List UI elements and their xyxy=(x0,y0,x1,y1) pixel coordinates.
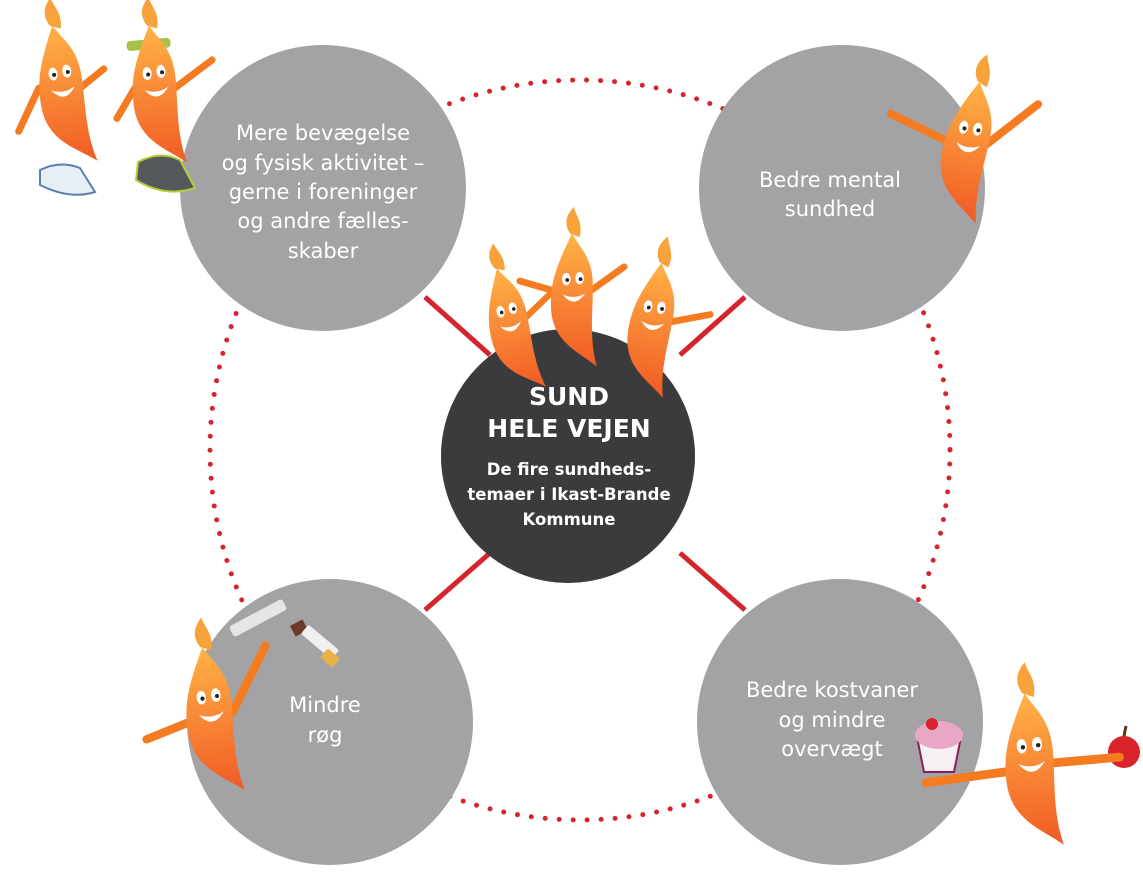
theme-top-right-line-2: sundhed xyxy=(785,197,875,221)
connector-lines xyxy=(423,295,747,612)
mascot-top-right-illustration xyxy=(886,49,1043,224)
connector-top-left xyxy=(423,295,492,357)
center-subtitle-line-2: temaer i Ikast-Brande xyxy=(467,485,670,504)
theme-top-left-line-5: skaber xyxy=(288,239,359,263)
dotted-ring xyxy=(207,77,953,823)
theme-top-left-line-1: Mere bevægelse xyxy=(236,121,410,145)
theme-top-left-line-3: gerne i foreninger xyxy=(229,180,418,204)
theme-bottom-right-line-2: og mindre xyxy=(779,708,886,732)
theme-circle-top-right xyxy=(699,45,985,331)
theme-top-left-line-4: og andre fælles- xyxy=(237,209,408,233)
theme-top-right-line-1: Bedre mental xyxy=(759,168,901,192)
center-subtitle-line-1: De fire sundheds- xyxy=(487,460,651,479)
theme-bottom-right-line-3: overvægt xyxy=(781,737,882,761)
mascots-center-illustration xyxy=(472,206,714,398)
theme-circle-top-left xyxy=(180,45,466,331)
connector-bottom-left xyxy=(423,551,492,612)
mascot-bottom-left-illustration xyxy=(142,599,340,796)
theme-bottom-right-line-1: Bedre kostvaner xyxy=(746,678,918,702)
connector-bottom-right xyxy=(678,551,747,612)
center-title-line-2: HELE VEJEN xyxy=(487,414,650,443)
center-circle xyxy=(441,329,695,583)
center-subtitle-line-3: Kommune xyxy=(523,510,616,529)
theme-bottom-left-line-1: Mindre xyxy=(289,693,361,717)
center-title-line-1: SUND xyxy=(529,382,609,411)
theme-top-left-line-2: og fysisk aktivitet – xyxy=(222,151,425,175)
theme-bottom-left-line-2: røg xyxy=(308,723,343,747)
mascots-top-left-illustration xyxy=(15,0,216,196)
mascot-bottom-right-illustration xyxy=(915,660,1140,849)
connector-top-right xyxy=(678,295,747,357)
theme-circle-bottom-right xyxy=(697,579,983,865)
